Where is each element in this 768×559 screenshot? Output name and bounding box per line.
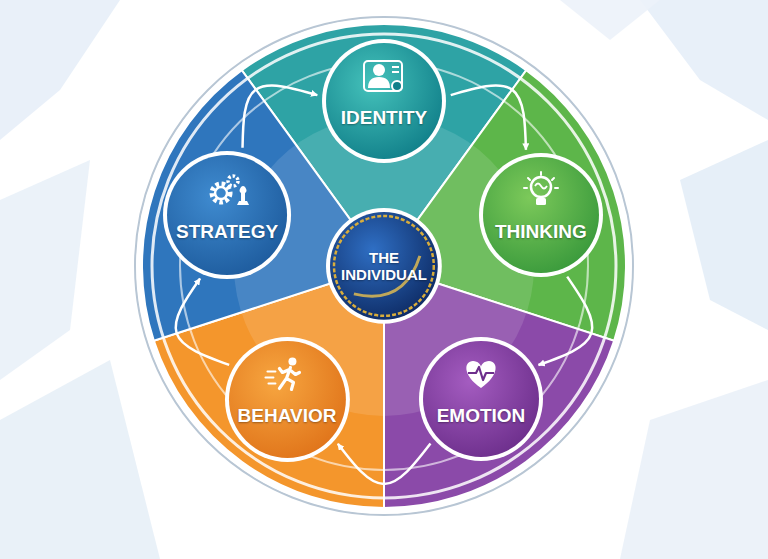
thinking-circle: THINKING bbox=[478, 152, 604, 278]
circle-fill bbox=[326, 43, 442, 159]
wheel-group bbox=[135, 17, 633, 515]
ring-line bbox=[152, 34, 616, 498]
circle-outline bbox=[224, 336, 351, 463]
icon bbox=[466, 361, 495, 388]
cycle-arrow bbox=[243, 86, 318, 148]
circle-border bbox=[225, 337, 350, 462]
circle-border bbox=[419, 337, 543, 461]
cycle-arrow bbox=[176, 279, 229, 365]
cycle-arrow bbox=[538, 277, 592, 365]
wheel-rim bbox=[135, 17, 633, 515]
node-label: THINKING bbox=[495, 222, 587, 243]
emotion-circle: EMOTION bbox=[418, 336, 544, 462]
circle-border bbox=[479, 153, 603, 277]
center-circle: THE INDIVIDUAL bbox=[325, 207, 443, 325]
cycle-arrow bbox=[338, 444, 431, 485]
icon bbox=[212, 176, 249, 205]
node-label: IDENTITY bbox=[341, 108, 428, 129]
circle-border bbox=[163, 151, 291, 279]
center-label: THE INDIVIDUAL bbox=[334, 249, 434, 284]
identity-circle: IDENTITY bbox=[321, 38, 447, 164]
circle-outline bbox=[418, 336, 544, 462]
circle-border bbox=[322, 39, 446, 163]
node-label: EMOTION bbox=[437, 406, 526, 427]
circle-fill bbox=[423, 341, 539, 457]
circle-fill bbox=[330, 212, 438, 320]
gold-ring bbox=[334, 216, 434, 316]
ring-line bbox=[139, 21, 629, 511]
circle-fill bbox=[229, 341, 346, 458]
circle-border bbox=[326, 208, 442, 324]
cycle-arrow bbox=[451, 85, 526, 149]
strategy-circle: STRATEGY bbox=[162, 150, 292, 280]
circle-outline bbox=[478, 152, 604, 278]
circle-outline bbox=[162, 150, 292, 280]
icon bbox=[265, 357, 299, 389]
circle-outline bbox=[321, 38, 447, 164]
circle-fill bbox=[167, 155, 287, 275]
icon bbox=[524, 172, 558, 205]
behavior-circle: BEHAVIOR bbox=[224, 336, 351, 463]
node-label: BEHAVIOR bbox=[238, 406, 337, 427]
node-label: STRATEGY bbox=[176, 222, 278, 243]
icon bbox=[364, 61, 402, 91]
circle-fill bbox=[483, 157, 599, 273]
